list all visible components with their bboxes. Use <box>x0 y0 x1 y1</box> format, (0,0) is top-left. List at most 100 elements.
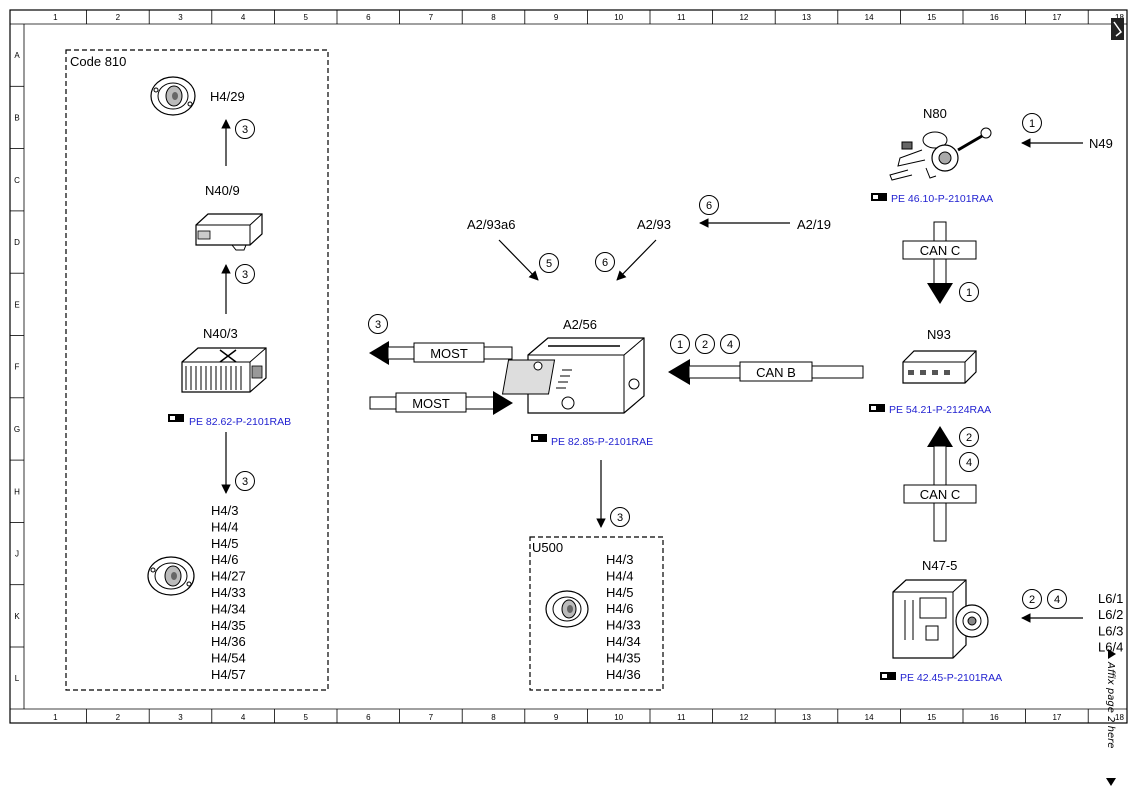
ruler-column-top: 4 <box>241 13 246 22</box>
speaker-list-item: H4/35 <box>606 650 641 665</box>
svg-text:3: 3 <box>242 269 248 281</box>
can-c-bus-down-arrow <box>902 221 977 304</box>
code-810-title: Code 810 <box>70 54 126 69</box>
most-in-label: MOST <box>412 396 450 411</box>
ruler-row-label: C <box>14 176 20 185</box>
most-bus-in-arrow <box>369 391 513 415</box>
ruler-column-top: 17 <box>1052 13 1061 22</box>
l6-sensor-list: L6/1L6/2L6/3L6/4 <box>1098 591 1123 655</box>
speaker-list-item: H4/5 <box>606 585 633 600</box>
ruler-column-top: 7 <box>429 13 434 22</box>
ruler-column-bottom: 14 <box>865 713 874 722</box>
ruler-column-bottom: 10 <box>614 713 623 722</box>
ruler-row-label: K <box>14 612 20 621</box>
ruler-column-bottom: 13 <box>802 713 811 722</box>
circle-2 <box>695 334 715 354</box>
speaker-list-item: H4/5 <box>211 536 238 551</box>
svg-text:3: 3 <box>242 124 248 136</box>
n47-5-label: N47-5 <box>922 558 957 573</box>
ref-a2-56[interactable]: PE 82.85-P-2101RAE <box>551 436 653 448</box>
can-b-bus-arrow <box>668 359 864 385</box>
svg-text:2: 2 <box>966 432 972 444</box>
svg-text:4: 4 <box>1054 594 1060 606</box>
speaker-list-item: H4/33 <box>606 618 641 633</box>
circle-2 <box>1022 589 1042 609</box>
circle-1 <box>1022 113 1042 133</box>
diagram-frame <box>9 9 1128 724</box>
ruler-row-label: G <box>14 425 20 434</box>
circle-6 <box>595 252 615 272</box>
esp-control-unit-n47-5-icon <box>892 579 989 659</box>
can-c-bus-up-arrow <box>903 426 977 542</box>
circle-3 <box>368 314 388 334</box>
ref-n47-5[interactable]: PE 42.45-P-2101RAA <box>900 672 1002 684</box>
svg-text:1: 1 <box>966 287 972 299</box>
circle-1 <box>959 282 979 302</box>
can-b-label: CAN B <box>756 365 796 380</box>
circle-number: 4 <box>727 339 733 351</box>
ruler-column-top: 2 <box>116 13 121 22</box>
steering-column-module-n80-icon <box>889 127 992 181</box>
ruler-column-bottom: 11 <box>677 713 686 722</box>
ruler-column-top: 10 <box>614 13 623 22</box>
circle-3 <box>235 471 255 491</box>
ruler-column-bottom: 4 <box>241 713 246 722</box>
most-bus-out-arrow <box>369 341 513 365</box>
ref-n80[interactable]: PE 46.10-P-2101RAA <box>891 193 993 205</box>
svg-text:1: 1 <box>1029 118 1035 130</box>
speaker-list-item: H4/34 <box>606 634 641 649</box>
speaker-list-item: H4/27 <box>211 569 246 584</box>
ruler-column-top: 1 <box>53 13 58 22</box>
l6-sensor-label: L6/3 <box>1098 623 1123 638</box>
ruler-column-top: 16 <box>990 13 999 22</box>
ref-n93[interactable]: PE 54.21-P-2124RAA <box>889 404 991 416</box>
circle-4 <box>959 452 979 472</box>
arrow-a2-93a6-to-a2-56 <box>498 239 539 281</box>
svg-text:5: 5 <box>546 258 552 270</box>
ruler-row-label: B <box>14 113 19 122</box>
circle-number: 1 <box>677 339 683 351</box>
ref-n40-3[interactable]: PE 82.62-P-2101RAB <box>189 416 291 428</box>
ruler-row-label: A <box>14 51 20 60</box>
arrow-a2-93-to-a2-56 <box>616 239 657 281</box>
ruler-column-bottom: 8 <box>491 713 496 722</box>
ruler-column-bottom: 17 <box>1052 713 1061 722</box>
ruler-column-bottom: 5 <box>303 713 308 722</box>
ruler-column-bottom: 7 <box>429 713 434 722</box>
ruler-column-top: 13 <box>802 13 811 22</box>
ruler-row-label: E <box>14 300 19 309</box>
ruler-column-bottom: 6 <box>366 713 371 722</box>
speaker-icon <box>150 76 196 116</box>
svg-text:3: 3 <box>617 512 623 524</box>
speaker-list-item: H4/54 <box>211 651 246 666</box>
speaker-list-item: H4/57 <box>211 667 246 682</box>
h4-29-label: H4/29 <box>210 89 245 104</box>
circle-3 <box>235 119 255 139</box>
code-810-box <box>65 49 329 691</box>
column-ruler: 1122334455667788991010111112121313141415… <box>53 10 1124 723</box>
circle-4 <box>720 334 740 354</box>
ruler-column-bottom: 12 <box>739 713 748 722</box>
l6-sensor-label: L6/4 <box>1098 640 1123 655</box>
speaker-list-item: H4/6 <box>211 552 238 567</box>
reference-pointer-icon <box>531 434 547 442</box>
ruler-column-top: 12 <box>739 13 748 22</box>
circle-2 <box>959 427 979 447</box>
reference-pointer-icon <box>871 193 887 201</box>
circle-6 <box>699 195 719 215</box>
affix-note: Affix page 2 here <box>1105 661 1116 748</box>
a2-93-label: A2/93 <box>637 217 671 232</box>
n49-label: N49 <box>1089 136 1113 151</box>
amplifier-n40-3-icon <box>181 347 267 393</box>
ruler-column-top: 6 <box>366 13 371 22</box>
u500-title: U500 <box>532 540 563 555</box>
svg-text:2: 2 <box>1029 594 1035 606</box>
speaker-icon <box>545 590 589 628</box>
speaker-list-item: H4/6 <box>606 601 633 616</box>
a2-19-label: A2/19 <box>797 217 831 232</box>
circle-4 <box>1047 589 1067 609</box>
most-out-label: MOST <box>430 346 468 361</box>
